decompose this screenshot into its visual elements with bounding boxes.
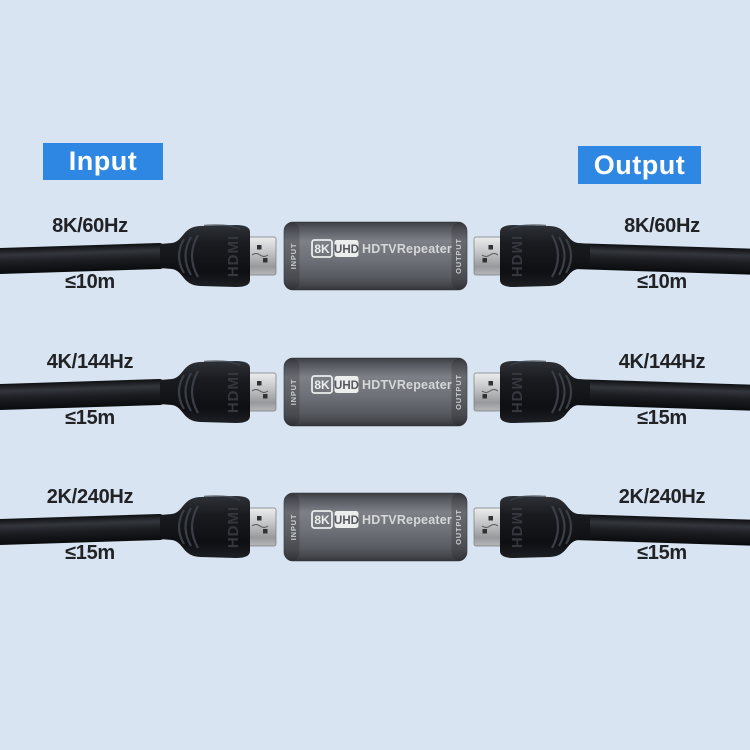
row-4k: 4K/144Hz ≤15m 4K/144Hz ≤15m (0, 312, 750, 472)
input-resolution-label: 8K/60Hz (52, 215, 128, 237)
output-tag: Output (578, 146, 701, 184)
row-2k: 2K/240Hz ≤15m 2K/240Hz ≤15m (0, 447, 750, 607)
input-distance-label: ≤15m (65, 407, 115, 429)
input-distance-label: ≤10m (65, 271, 115, 293)
row-8k: 8K/60Hz ≤10m 8K/60Hz ≤10m (0, 176, 750, 336)
output-distance-label: ≤10m (637, 271, 687, 293)
output-resolution-label: 2K/240Hz (618, 486, 706, 508)
input-tag: Input (43, 143, 163, 180)
output-distance-label: ≤15m (637, 407, 687, 429)
input-distance-label: ≤15m (65, 542, 115, 564)
input-resolution-label: 4K/144Hz (46, 351, 134, 373)
output-resolution-label: 4K/144Hz (618, 351, 706, 373)
row-graphic (0, 447, 750, 607)
output-resolution-label: 8K/60Hz (624, 215, 700, 237)
output-distance-label: ≤15m (637, 542, 687, 564)
input-resolution-label: 2K/240Hz (46, 486, 134, 508)
